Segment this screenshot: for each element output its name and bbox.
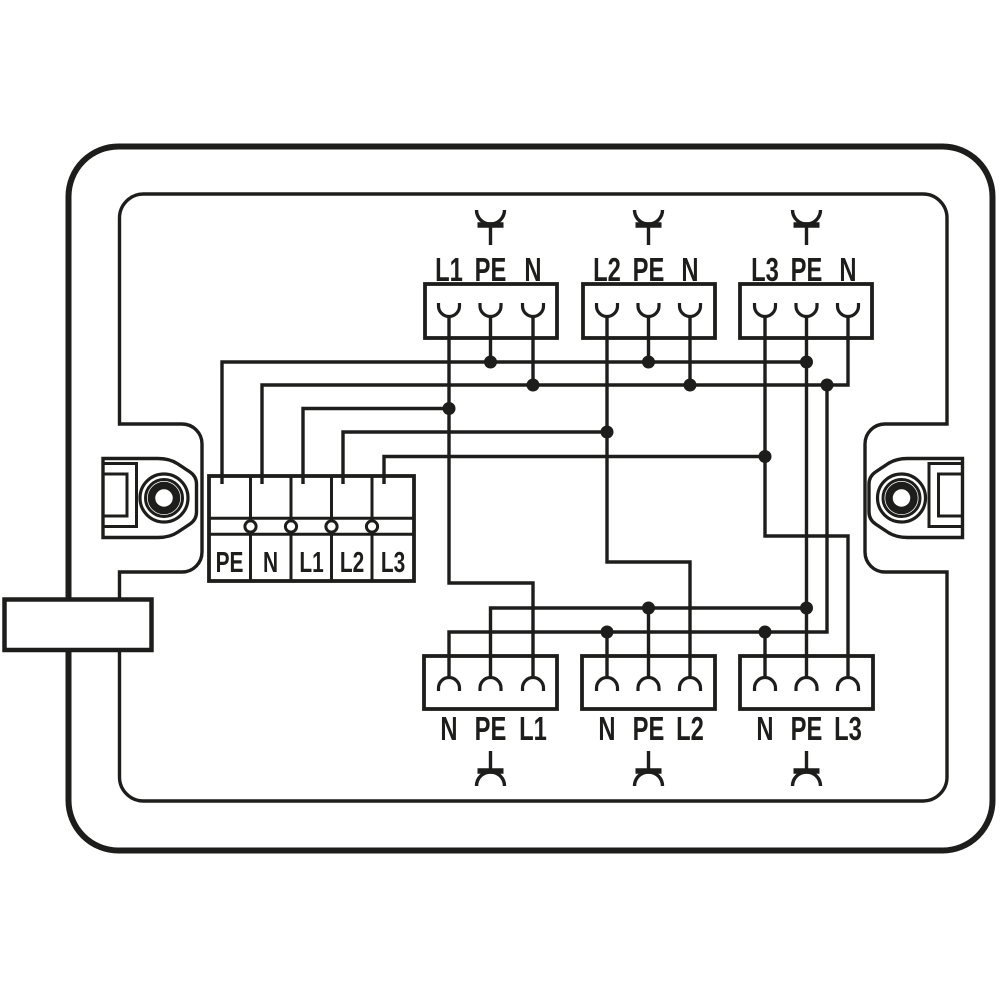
strip-label-l2: L2 [340,547,364,579]
terminal-label-bot1-n: N [440,711,457,748]
wire-l1-bus [301,406,449,484]
bottom-connector-2-body [580,654,717,711]
terminal-label-bot2-n: N [598,711,615,748]
bottom-connector-3-terminals [752,675,861,691]
enclosure-outer-wall [65,143,996,854]
junction-dot [758,625,772,639]
strip-label-l3: L3 [381,547,405,579]
top-connector-3-terminals [752,303,861,319]
bottom-connector-3-body [738,654,875,711]
bottom-connector-1-body [422,654,559,711]
top-connector-3-body [738,282,874,340]
terminal-label-bot2-pe: PE [633,711,665,748]
terminal-label-top1-pe: PE [475,252,507,289]
junction-dot [800,355,813,369]
strain-relief-symbol-top-1 [477,210,505,245]
bottom-connector-1-terminals [436,675,546,691]
terminal-label-bot3-pe: PE [791,711,823,748]
junction-dot [820,378,834,392]
input-strip-body [207,474,416,583]
junction-dot [600,425,614,439]
bottom-connector-2: N PE L2 [580,654,717,786]
strip-label-pe: PE [216,547,244,579]
wire-pe-bus [220,360,807,484]
wiring [220,316,850,678]
terminal-label-bot3-n: N [756,711,773,748]
terminal-label-top2-n: N [681,252,698,289]
terminal-label-bot2-l2: L2 [676,711,704,748]
bottom-connector-3: N PE L3 [738,654,875,786]
input-strip-horizontal-dividers [209,516,414,536]
junction-dot [484,355,497,369]
enclosure-inner-wall [117,192,949,803]
input-terminal-strip: PE N L1 L2 L3 [207,474,416,583]
strip-label-n: N [263,547,278,579]
junction-dot [442,402,456,415]
mounting-lug-left [103,459,197,538]
terminal-label-top1-n: N [524,252,541,289]
terminal-label-top1-l1: L1 [435,252,463,289]
terminal-label-top2-pe: PE [633,252,665,289]
terminal-label-top3-l3: L3 [751,252,779,289]
test-point-circle [283,519,299,534]
strip-label-l1: L1 [299,547,323,579]
junction-dots [442,355,834,639]
junction-dot [642,355,655,369]
terminal-label-top2-l2: L2 [593,252,621,289]
top-connector-1-body [423,282,559,340]
top-connector-3: L3 PE N [738,210,874,340]
junction-dot [642,601,655,615]
wire-l2-bus [341,430,607,484]
top-connector-1-terminals [436,303,546,319]
wire-n-bus [260,316,850,484]
junction-dot [758,450,772,463]
top-connector-2-body [581,282,717,340]
terminal-label-top3-n: N [839,252,856,289]
top-connector-2-terminals [594,303,703,319]
wire-l3-bus [382,454,765,484]
strain-relief-symbol-bottom-3 [793,751,821,786]
input-strip-upper-cell-dividers [249,476,374,519]
strain-relief-symbol-top-2 [635,210,663,245]
test-point-circle [243,519,258,534]
junction-dot [600,625,614,639]
terminal-label-bot1-l1: L1 [519,711,547,748]
bottom-connector-1: N PE L1 [422,654,559,786]
test-point-circle [324,519,339,534]
top-connector-2: L2 PE N [581,210,717,340]
wire-l2-top-to-bottom [605,316,692,678]
strain-relief-symbol-top-3 [793,210,821,245]
terminal-label-bot3-l3: L3 [834,711,862,748]
terminal-label-top3-pe: PE [791,252,823,289]
junction-dot [683,378,697,392]
strain-relief-symbol-bottom-1 [477,751,505,786]
terminal-label-bot1-pe: PE [475,711,507,748]
input-strip-lower-cell-dividers [249,534,374,581]
bottom-connector-2-terminals [594,675,703,691]
junction-dot [800,601,813,615]
mounting-lug-right [869,459,963,538]
top-connector-1: L1 PE N [423,210,559,340]
strain-relief-symbol-bottom-2 [635,751,663,786]
junction-dot [526,378,540,392]
test-point-circle [364,519,380,534]
cable-entry-flange [2,597,154,653]
